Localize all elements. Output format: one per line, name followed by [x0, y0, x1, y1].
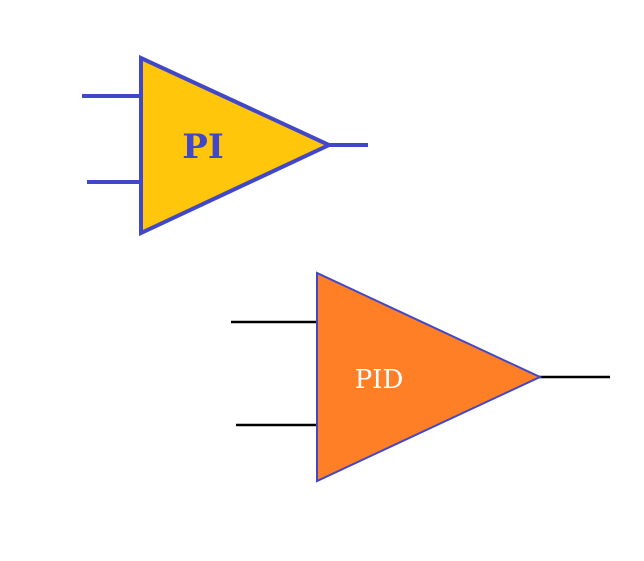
- pi-label: PI: [182, 127, 223, 167]
- pid-block: PID: [231, 271, 610, 483]
- pid-label: PID: [355, 365, 404, 395]
- pi-triangle: [139, 54, 334, 237]
- pid-triangle: [316, 271, 543, 483]
- pi-block: PI: [82, 54, 368, 237]
